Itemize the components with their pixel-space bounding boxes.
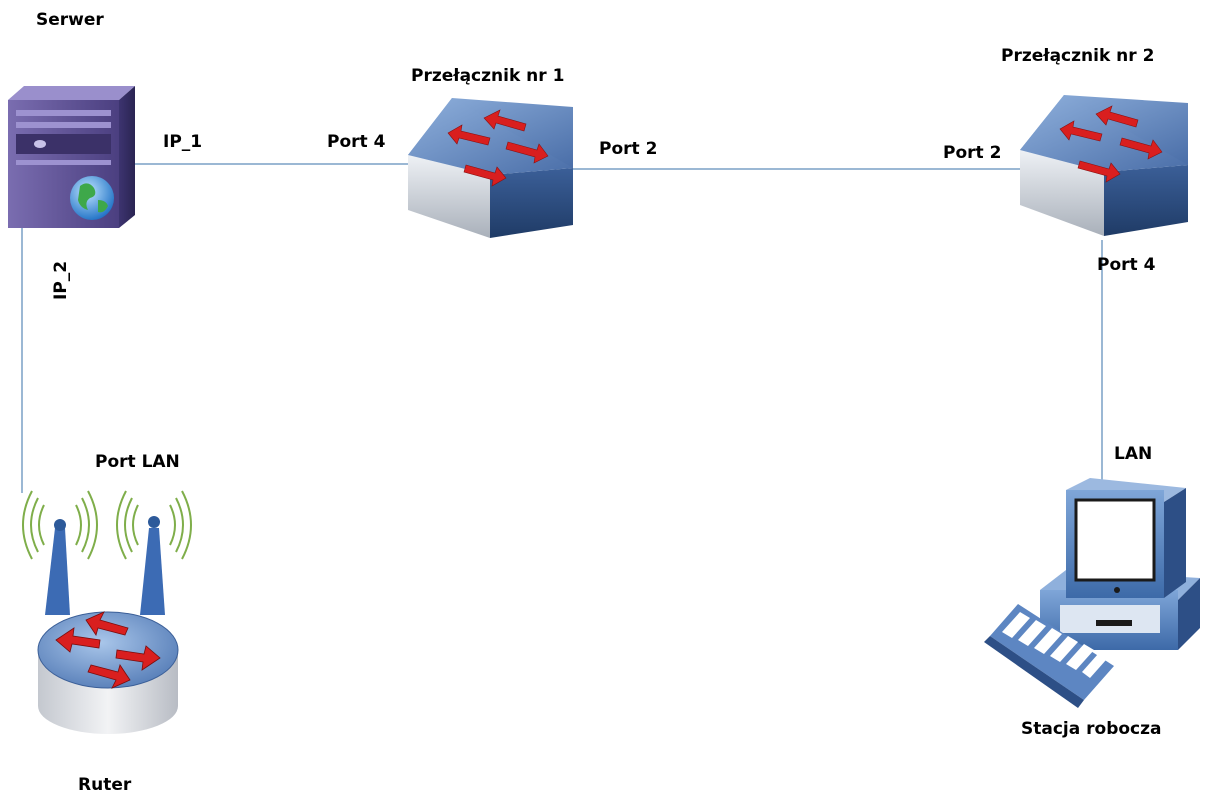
switch1-icon bbox=[408, 98, 573, 238]
router-label: Ruter bbox=[78, 775, 132, 795]
switch2-arrows-icon bbox=[1059, 105, 1163, 183]
workstation-label: Stacja robocza bbox=[1021, 719, 1162, 739]
switch2-icon bbox=[1020, 95, 1188, 236]
router-arrows-icon bbox=[55, 611, 161, 689]
switch1-arrows-icon bbox=[447, 109, 549, 187]
router-lan-label: Port LAN bbox=[95, 452, 180, 472]
server-icon bbox=[8, 86, 135, 228]
switch1-port4-label: Port 4 bbox=[327, 132, 386, 152]
switch2-port4-label: Port 4 bbox=[1097, 255, 1156, 275]
router-icon bbox=[22, 490, 192, 734]
globe-icon bbox=[70, 176, 114, 220]
links bbox=[21, 163, 1103, 493]
switch1-port2-label: Port 2 bbox=[599, 139, 658, 159]
server-ip1-label: IP_1 bbox=[163, 132, 203, 152]
switch1-label: Przełącznik nr 1 bbox=[411, 66, 565, 86]
server-ip2-label: IP_2 bbox=[51, 260, 71, 300]
server-label: Serwer bbox=[36, 10, 104, 30]
switch2-label: Przełącznik nr 2 bbox=[1001, 46, 1155, 66]
switch2-port2-label: Port 2 bbox=[943, 143, 1002, 163]
workstation-lan-label: LAN bbox=[1114, 444, 1153, 464]
workstation-icon bbox=[984, 478, 1200, 708]
keyboard-keys-icon bbox=[1002, 612, 1106, 678]
wifi-waves-icon bbox=[22, 490, 192, 560]
